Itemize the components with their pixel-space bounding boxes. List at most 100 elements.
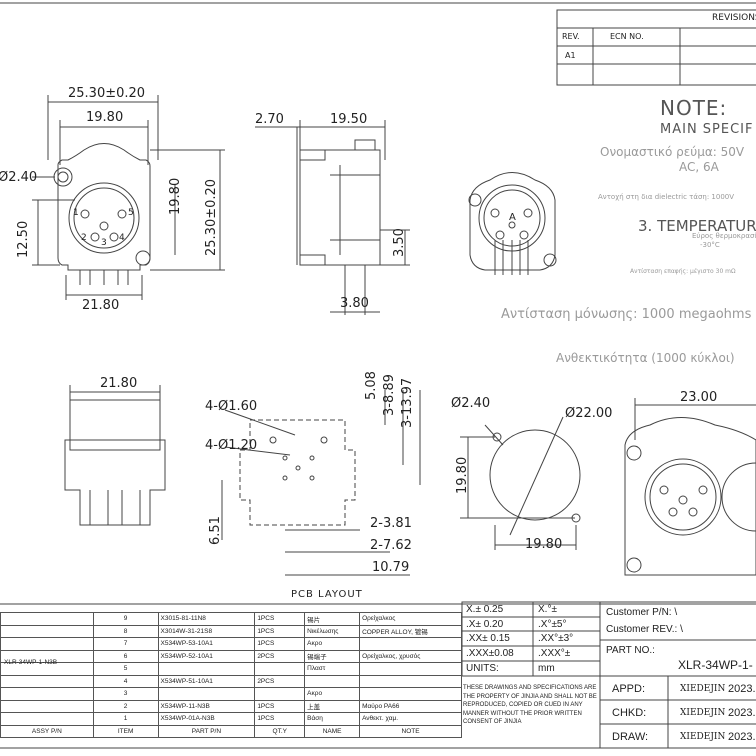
tol-xx: .XX± 0.15 [466, 633, 510, 644]
bom-assy-cell [0, 712, 94, 726]
bom-item: 1 [92, 712, 159, 726]
bom-name: Πλαστ [304, 662, 361, 676]
bom-footer-qty: QT.Y [254, 724, 306, 738]
bom-part: X534WP-11-N3B [157, 699, 256, 713]
bom-name: 上盖 [304, 699, 361, 713]
top-view [64, 385, 166, 526]
dim-front-h2: 25.30±0.20 [204, 178, 219, 256]
pin-label-a: A [509, 212, 516, 223]
draw-signer: XIEDEJIN [680, 732, 726, 742]
dim-front-inner: 19.80 [86, 110, 124, 125]
pin-label-3: 3 [101, 238, 107, 248]
dim-side-a: 2.70 [255, 112, 284, 127]
note-title: NOTE: [660, 96, 728, 120]
dim-pcb-hole-small: 4-Ø1.20 [205, 438, 258, 453]
dim-panel-height: 19.80 [455, 456, 470, 494]
bom-name: 锡片 [304, 612, 361, 626]
dim-front-bottom: 21.80 [82, 298, 120, 313]
pcb-layout-caption: PCB LAYOUT [291, 589, 363, 600]
note-temperature: 3. TEMPERATUR [638, 217, 756, 235]
bom-item: 5 [92, 662, 159, 676]
bom-qty: 1PCS [254, 624, 306, 638]
bom-part: X3014W-31-21S8 [157, 624, 256, 638]
dim-hole: Ø2.40 [0, 170, 38, 185]
pin-label-2: 2 [81, 233, 87, 243]
note-rated-current: AC, 6A [679, 160, 719, 174]
front-view [32, 95, 225, 300]
part-no-value: XLR-34WP-1- [678, 658, 753, 672]
part-no-label: PART NO.: [606, 645, 655, 656]
bom-name [304, 674, 361, 688]
dim-top-width: 21.80 [100, 376, 138, 391]
tol-x-angle: X.°± [538, 604, 557, 615]
appd-signer: XIEDEJIN [680, 684, 726, 694]
chkd-label: CHKD: [612, 707, 647, 719]
bom-part [157, 687, 256, 701]
tol-xx-angle: .XX°±3° [538, 633, 574, 644]
bom-part: X3015-81-11N8 [157, 612, 256, 626]
dim-pcb-v3: 3-13.97 [400, 377, 415, 428]
bom-name: Νικέλωσης [304, 624, 361, 638]
bom-note: Ορείχαλκος, χρυσός [359, 649, 462, 663]
note-rated-voltage: Ονομαστικό ρεύμα: 50V [600, 145, 745, 159]
bom-item: 4 [92, 674, 159, 688]
dim-side-b: 19.50 [330, 112, 368, 127]
bom-note: Ανθεκτ. χαμ. [359, 712, 462, 726]
dim-pcb-h3: 10.79 [372, 560, 410, 575]
appd-label: APPD: [612, 683, 646, 695]
customer-pn: Customer P/N: \ [606, 607, 678, 618]
tol-xxx: .XXX±0.08 [466, 648, 514, 659]
bom-qty [254, 687, 306, 701]
note-insulation: Αντίσταση μόνωσης: 1000 megaohms [501, 307, 752, 322]
draw-date: 2023. [728, 731, 756, 743]
note-temp-value: -30°C [700, 241, 720, 249]
side-view [255, 120, 410, 315]
note-durability: Ανθεκτικότητα (1000 κύκλοι) [556, 351, 735, 365]
bom-qty: 2PCS [254, 649, 306, 663]
bom-qty: 1PCS [254, 712, 306, 726]
bom-note: Ορείχαλκος [359, 612, 462, 626]
dim-front-h1: 19.80 [168, 177, 183, 215]
dim-panel-diameter: Ø22.00 [565, 406, 613, 421]
bom-part [157, 662, 256, 676]
bom-footer-name: NAME [304, 724, 361, 738]
bom-item: 9 [92, 612, 159, 626]
rev-value: A1 [565, 51, 576, 60]
dim-side-height: 3.50 [392, 228, 407, 257]
bom-row: 5 Πλαστ [0, 662, 462, 676]
dim-front-h3: 12.50 [16, 220, 31, 258]
rear-view [468, 172, 557, 275]
right-front-view [624, 398, 756, 576]
bom-assy-cell [0, 624, 94, 638]
dim-right-width: 23.00 [680, 390, 718, 405]
bom-footer-item: ITEM [92, 724, 159, 738]
draw-label: DRAW: [612, 731, 649, 743]
bom-note [359, 637, 462, 651]
bom-assy-cell [0, 612, 94, 626]
pin-label-1: 1 [73, 208, 79, 218]
tol-x0: .X± 0.20 [466, 619, 504, 630]
bom-qty: 1PCS [254, 699, 306, 713]
bom-assy-cell [0, 674, 94, 688]
bom-note: COPPER ALLOY, 镀锡 [359, 624, 462, 638]
dim-pcb-h2: 2-7.62 [370, 538, 412, 553]
bom-note [359, 687, 462, 701]
ecn-header: ECN NO. [610, 32, 644, 41]
bom-name: Ακρο [304, 687, 361, 701]
note-contact-resistance: Αντίσταση επαφής: μέγιστο 30 mΩ [630, 268, 736, 275]
bom-part: X534WP-53-10A1 [157, 637, 256, 651]
bom-qty: 2PCS [254, 674, 306, 688]
units-value: mm [538, 663, 555, 674]
tol-x: X.± 0.25 [466, 604, 504, 615]
assy-part-number: XLR-34WP-1-N3B [4, 659, 58, 666]
pin-label-5: 5 [128, 208, 134, 218]
